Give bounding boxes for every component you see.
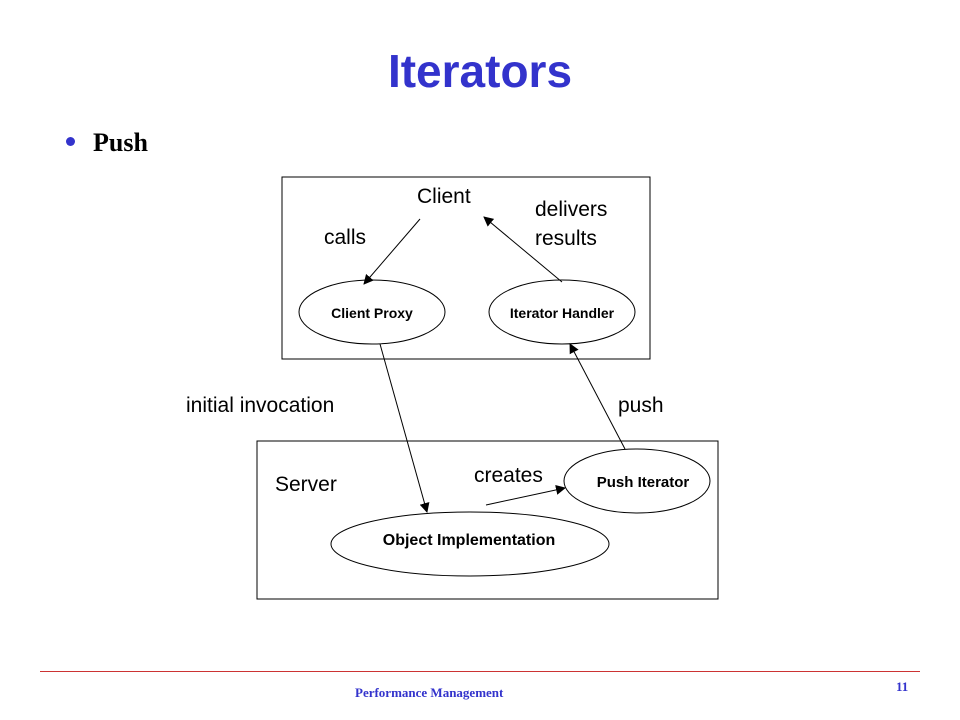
bullet-text: Push [93,128,148,157]
bullet-dot-icon [66,136,75,146]
page-number: 11 [896,679,909,694]
bullet-item: Push [66,128,148,158]
push-arrow [569,343,626,450]
creates-label: creates [474,464,543,487]
creates-arrow [485,485,566,506]
object-implementation-node [330,511,610,577]
results-label: results [535,227,597,250]
iterator-handler-label: Iterator Handler [510,305,615,321]
push-iterator-label: Push Iterator [597,474,690,491]
iterator-handler-node [488,279,636,345]
initial-invocation-arrow [379,343,430,513]
client-box [281,176,651,360]
calls-label: calls [324,226,366,249]
slide-title: Iterators [387,45,573,97]
calls-arrow [363,218,421,285]
push-label: push [618,394,664,417]
object-implementation-label: Object Implementation [383,532,555,549]
initial-invocation-label: initial invocation [186,394,334,417]
server-box [256,440,719,600]
footer-divider [40,671,920,672]
server-label: Server [275,473,337,496]
client-proxy-label: Client Proxy [331,305,413,321]
delivers-results-arrow [483,216,563,283]
footer-text: Performance Management [355,685,504,700]
client-label: Client [417,185,471,208]
push-iterator-node [563,448,711,514]
delivers-label: delivers [535,198,607,221]
